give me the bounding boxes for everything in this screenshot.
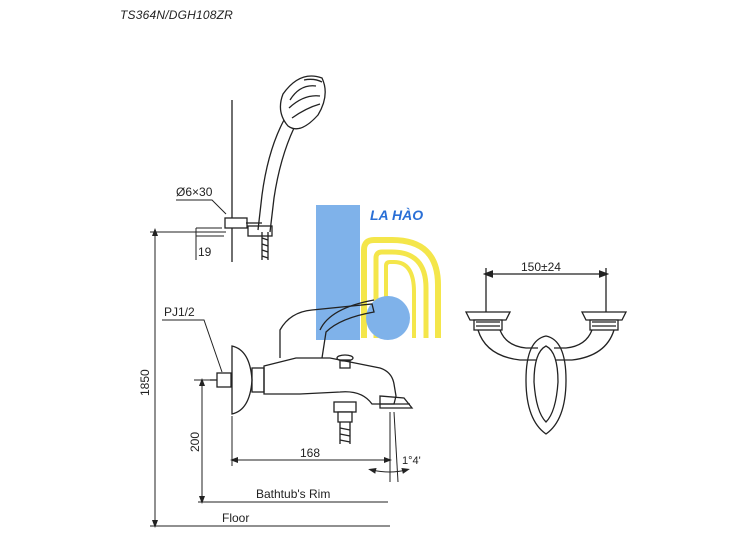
faucet-top-view [464,268,628,435]
hook-bolt-dimension: Ø6×30 [176,185,213,199]
dimension-lines [150,199,410,528]
inlet-thread-label: PJ1/2 [164,305,195,319]
watermark-text: LA HÀO [370,207,423,223]
bath-faucet [210,299,414,444]
floor-label: Floor [222,511,249,525]
center-distance-dimension: 150±24 [521,260,561,274]
total-height-dimension: 1850 [138,369,152,396]
rim-height-dimension: 200 [188,432,202,452]
model-code: TS364N/DGH108ZR [120,8,234,22]
shower-assembly [224,75,326,262]
hook-offset-dimension: 19 [198,245,212,259]
spout-angle-dimension: 1°4' [402,455,421,467]
rim-label: Bathtub's Rim [256,487,330,501]
watermark-logo: LA HÀO [316,205,441,340]
spout-reach-dimension: 168 [300,446,320,460]
